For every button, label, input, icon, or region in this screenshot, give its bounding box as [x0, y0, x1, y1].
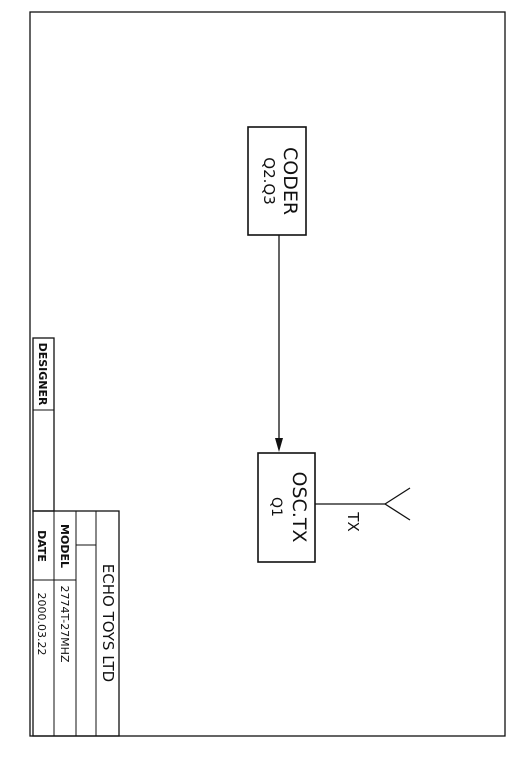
osc-tx-box — [257, 452, 316, 563]
coder-box — [247, 126, 307, 236]
antenna-icon — [315, 487, 411, 521]
title-block: ECHO TOYS LTD MODEL 2774T-27MHZ DATE 200… — [32, 510, 120, 737]
arrow-head — [275, 438, 283, 452]
coder-title: CODER — [279, 147, 301, 215]
osc-tx-block: OSC.TX Q1 — [257, 452, 316, 563]
designer-block: DESIGNER — [32, 337, 55, 512]
model-label: MODEL — [58, 524, 71, 568]
designer-label: DESIGNER — [36, 343, 49, 406]
coder-subtitle: Q2.Q3 — [260, 157, 278, 204]
date-label: DATE — [35, 530, 48, 562]
model-value: 2774T-27MHZ — [58, 586, 71, 663]
osc-tx-title: OSC.TX — [288, 472, 310, 543]
sheet-border — [29, 11, 506, 737]
date-value: 2000.03.22 — [35, 593, 48, 656]
designer-box — [32, 337, 55, 512]
osc-tx-subtitle: Q1 — [268, 497, 284, 517]
coder-to-osc-connection — [275, 235, 283, 452]
antenna-label: TX — [344, 511, 362, 531]
coder-block: CODER Q2.Q3 — [247, 126, 307, 236]
company-name: ECHO TOYS LTD — [99, 564, 117, 682]
